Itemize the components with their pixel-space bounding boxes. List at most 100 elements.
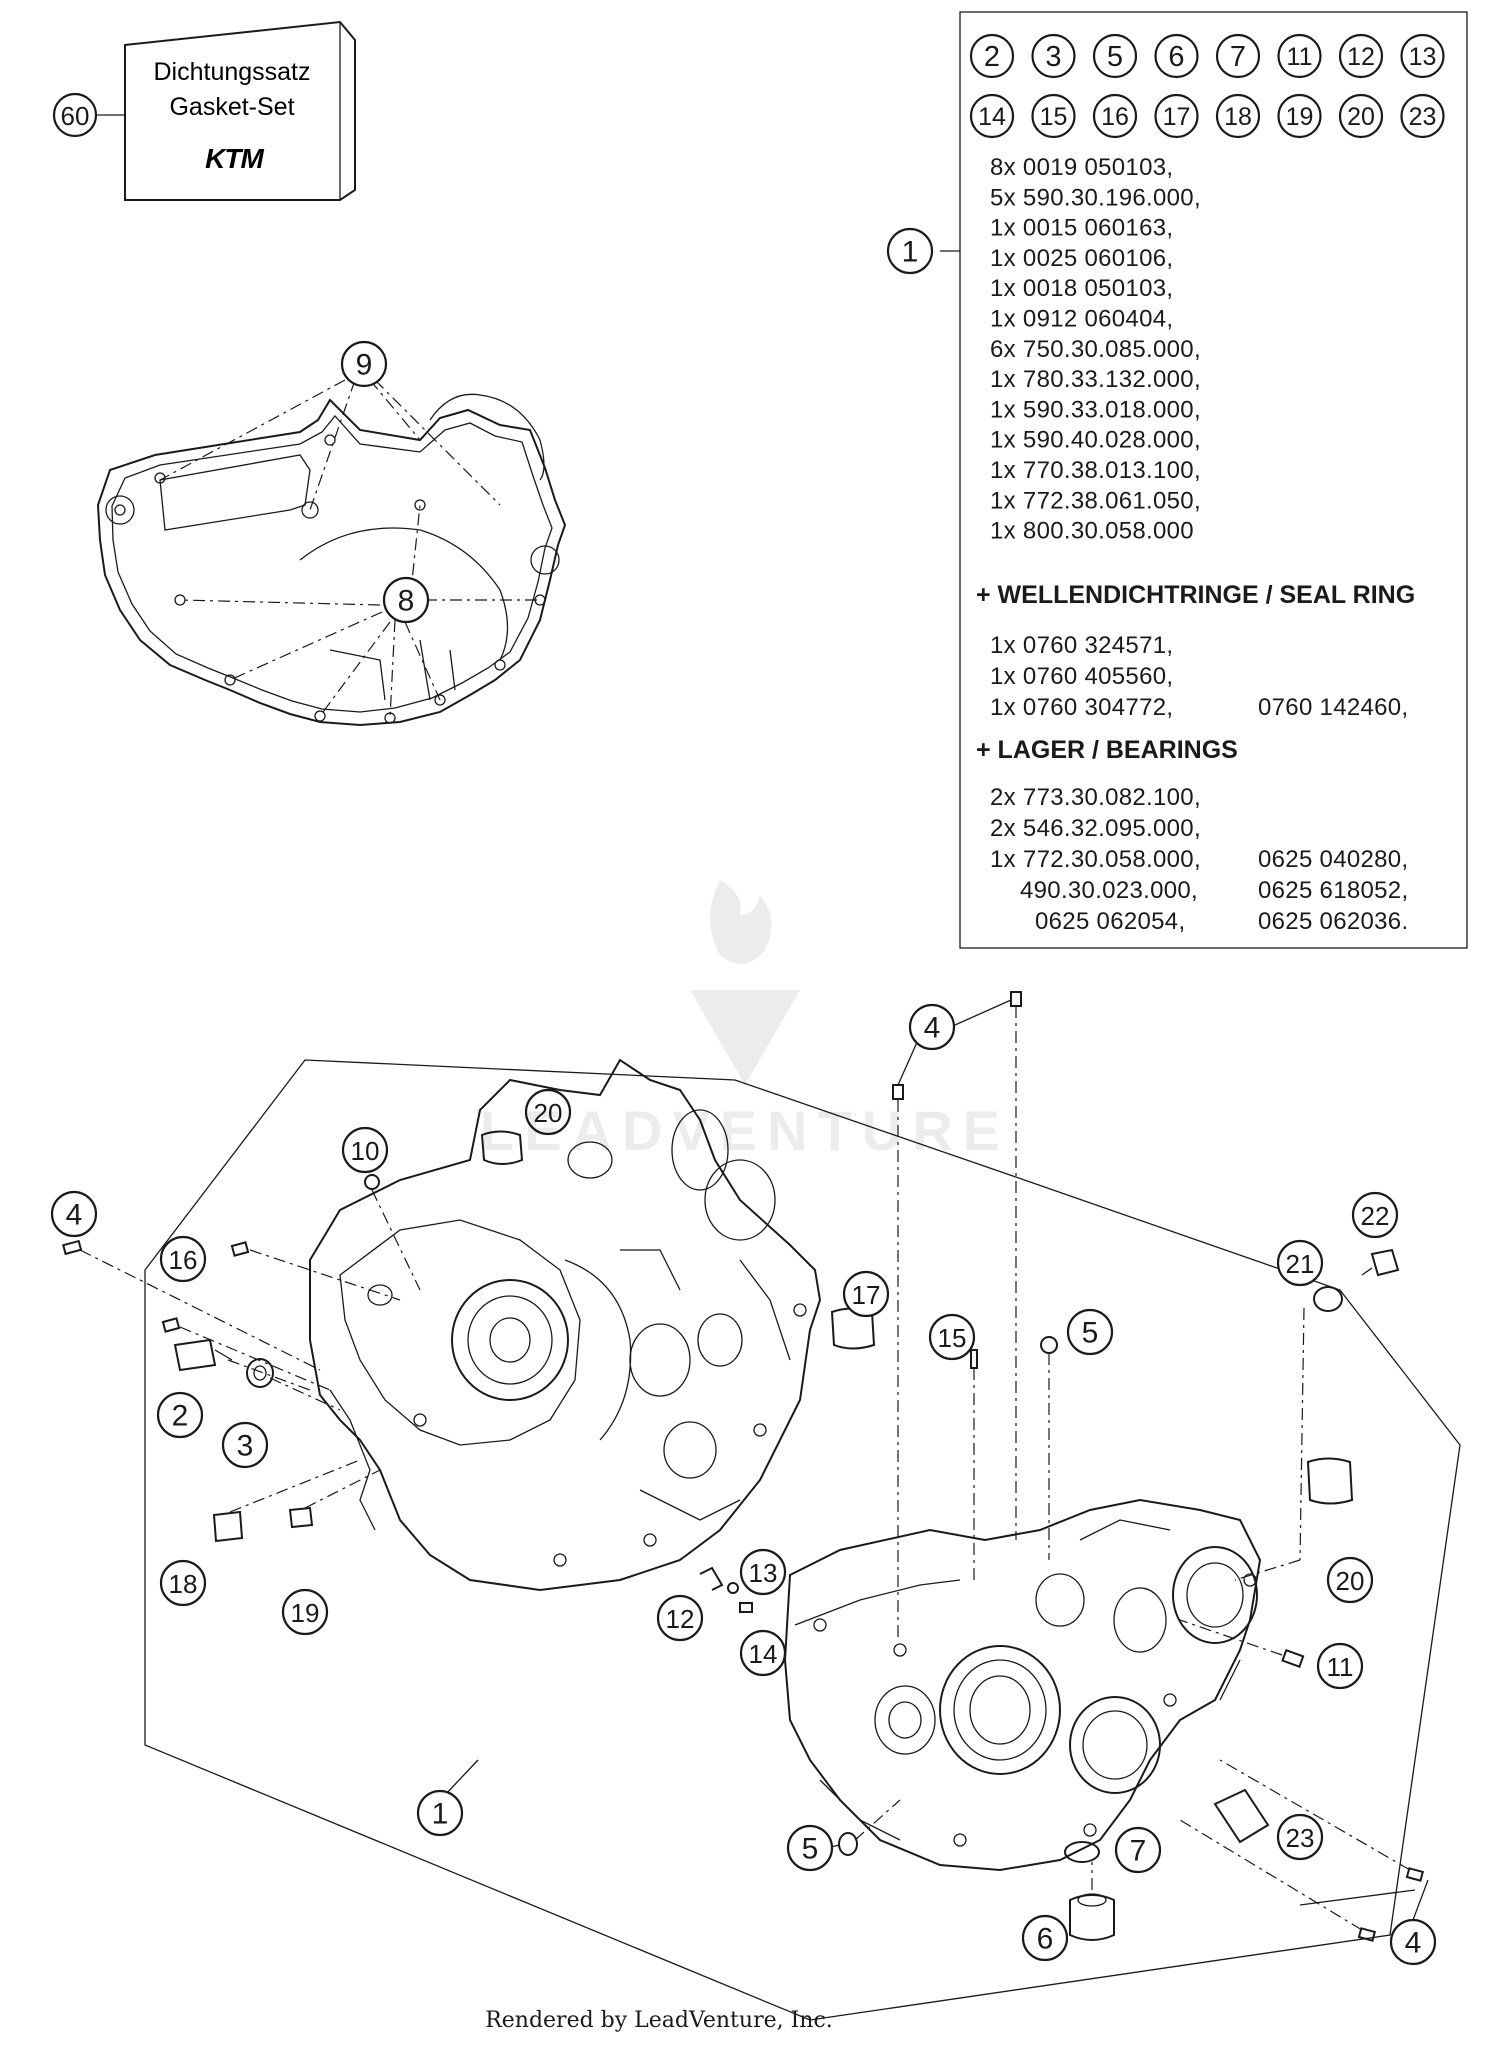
svg-text:3: 3 [237, 1430, 254, 1463]
kit-row-right: 0625 618052, [1258, 877, 1408, 904]
svg-text:16: 16 [169, 1245, 198, 1275]
kit-part-line: 5x 590.30.196.000, [990, 184, 1201, 211]
kit-row-left: 2x 773.30.082.100, [990, 784, 1201, 811]
svg-text:5: 5 [802, 1833, 819, 1866]
kit-part-line: 6x 750.30.085.000, [990, 336, 1201, 363]
svg-text:14: 14 [978, 103, 1006, 131]
callout-13: 13 [739, 1548, 787, 1596]
left-crankcase-half [309, 1058, 822, 1592]
svg-text:21: 21 [1286, 1249, 1315, 1279]
svg-text:11: 11 [1327, 1652, 1354, 1682]
kit-part-line: 8x 0019 050103, [990, 154, 1173, 181]
svg-text:20: 20 [1347, 103, 1375, 131]
callout-20-top: 20 [524, 1088, 572, 1136]
kit-row-left: 0625 062054, [1035, 908, 1185, 935]
callout-3: 3 [221, 1421, 269, 1469]
callout-14: 14 [739, 1629, 787, 1677]
gasket-set-label-en: Gasket-Set [169, 93, 294, 121]
kit-ref-6: 6 [1154, 33, 1199, 79]
callout-4-top: 4 [908, 1003, 956, 1051]
svg-text:23: 23 [1286, 1823, 1315, 1853]
callout-21: 21 [1276, 1239, 1324, 1287]
kit-row-left: 1x 0760 304772, [990, 694, 1173, 721]
svg-text:18: 18 [1224, 103, 1252, 131]
svg-text:11: 11 [1287, 43, 1313, 71]
kit-part-line: 1x 772.38.061.050, [990, 487, 1201, 514]
callout-5-bottom: 5 [786, 1824, 834, 1872]
svg-text:6: 6 [1037, 1923, 1054, 1956]
kit-ref-2: 2 [969, 33, 1015, 79]
kit-ref-19: 19 [1277, 93, 1322, 139]
kit-part-line: 1x 800.30.058.000 [990, 518, 1194, 545]
bearings-heading: + LAGER / BEARINGS [976, 736, 1238, 764]
callout-9: 9 [340, 340, 388, 388]
svg-text:22: 22 [1361, 1201, 1390, 1231]
kit-row-left: 1x 0760 405560, [990, 663, 1173, 690]
svg-text:7: 7 [1230, 41, 1246, 73]
svg-text:1: 1 [902, 236, 919, 269]
callout-22: 22 [1351, 1191, 1399, 1239]
small-parts [62, 991, 1425, 1942]
kit-ref-11: 11 [1277, 33, 1322, 79]
svg-text:19: 19 [1286, 103, 1314, 131]
svg-text:4: 4 [924, 1012, 941, 1045]
kit-ref-15: 15 [1031, 93, 1076, 139]
leadventure-watermark: LEADVENTURE [480, 880, 1010, 1162]
kit-ref-13: 13 [1400, 33, 1445, 79]
seal-ring-heading: + WELLENDICHTRINGE / SEAL RING [976, 581, 1415, 609]
callout-17: 17 [842, 1270, 890, 1318]
callout-23: 23 [1276, 1813, 1324, 1861]
svg-text:4: 4 [1405, 1927, 1422, 1960]
kit-parts-list: 8x 0019 050103, 5x 590.30.196.000, 1x 0015… [990, 154, 1201, 545]
svg-text:13: 13 [749, 1558, 778, 1588]
kit-ref-23: 23 [1400, 93, 1445, 139]
svg-text:4: 4 [66, 1199, 83, 1232]
svg-text:15: 15 [1040, 103, 1068, 131]
kit-ref-14: 14 [969, 93, 1015, 139]
svg-text:12: 12 [1347, 43, 1375, 71]
gasket-set-label-de: Dichtungssatz [153, 58, 310, 86]
callout-6: 6 [1021, 1914, 1069, 1962]
kit-ref-17: 17 [1154, 93, 1199, 139]
ktm-logo: KTM [205, 143, 264, 174]
svg-text:20: 20 [534, 1098, 563, 1128]
callout-4-left: 4 [50, 1190, 98, 1238]
svg-text:6: 6 [1168, 41, 1184, 73]
assembly-outline [144, 1059, 1461, 2021]
callout-10: 10 [341, 1126, 389, 1174]
svg-text:12: 12 [666, 1604, 695, 1634]
kit-ref-12: 12 [1338, 33, 1384, 79]
callout-8: 8 [382, 576, 430, 624]
callout-11: 11 [1316, 1642, 1364, 1690]
callout-5-top: 5 [1066, 1308, 1114, 1356]
callout-60: 60 [52, 92, 98, 138]
watermark-text: LEADVENTURE [480, 1099, 1010, 1162]
svg-text:8: 8 [398, 585, 415, 618]
callout-18: 18 [159, 1559, 207, 1607]
kit-ref-7: 7 [1215, 33, 1261, 79]
kit-ref-16: 16 [1092, 93, 1138, 139]
footer-credit: Rendered by LeadVenture, Inc. [485, 2008, 833, 2033]
svg-text:19: 19 [291, 1598, 320, 1628]
svg-text:60: 60 [61, 101, 90, 131]
kit-row-left: 1x 772.30.058.000, [990, 846, 1201, 873]
kit-part-line: 1x 0025 060106, [990, 245, 1173, 272]
kit-part-line: 1x 0015 060163, [990, 215, 1173, 242]
kit-part-line: 1x 0018 050103, [990, 275, 1173, 302]
svg-text:1: 1 [432, 1798, 449, 1831]
kit-row-left: 1x 0760 324571, [990, 632, 1173, 659]
svg-text:3: 3 [1045, 41, 1061, 73]
svg-text:2: 2 [172, 1400, 189, 1433]
kit-part-line: 1x 770.38.013.100, [990, 457, 1201, 484]
kit-part-line: 1x 780.33.132.000, [990, 366, 1201, 393]
svg-text:17: 17 [1163, 103, 1191, 131]
assembly-lines [79, 1006, 1411, 1931]
kit-box [940, 11, 1468, 949]
kit-row-right: 0625 040280, [1258, 846, 1408, 873]
svg-text:2: 2 [984, 41, 1000, 73]
callout-1-assembly: 1 [416, 1789, 464, 1837]
svg-text:16: 16 [1101, 103, 1129, 131]
callout-16: 16 [159, 1235, 207, 1283]
